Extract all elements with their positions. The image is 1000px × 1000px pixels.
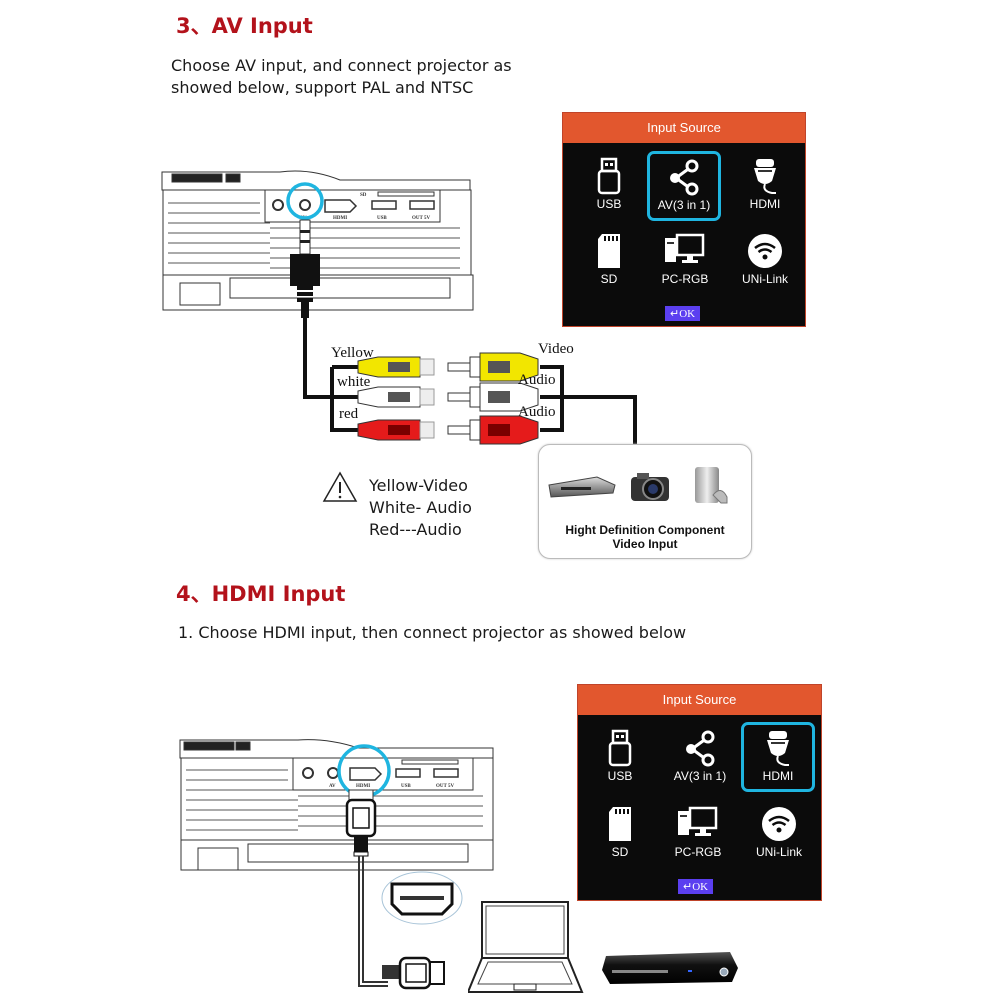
osd-item-sd[interactable]: SD [584,801,656,869]
legend-line-yellow: Yellow-Video [369,476,468,495]
sd-card-icon [609,807,631,841]
osd-item-label: AV(3 in 1) [657,198,711,212]
osd-item-pc-rgb[interactable]: PC-RGB [649,228,721,296]
osd-item-sd[interactable]: SD [573,228,645,296]
wifi-icon [748,234,782,268]
rca-male-white [447,382,539,412]
osd-item-label: SD [611,845,629,859]
sd-card-icon [598,234,620,268]
port-label-usb: USB [401,784,411,789]
color-legend: Yellow-Video White- Audio Red---Audio [369,475,472,541]
cable-label-red: red [339,406,359,422]
game-console-icon [695,467,728,504]
rca-male-yellow [447,352,539,382]
osd-item-hdmi[interactable]: HDMI [729,153,801,221]
projector-illustration: SD AV HDMI USB OUT 5V [161,170,474,318]
input-source-menu-hdmi: Input Source USB AV(3 in 1) HDMI SD PC-R… [577,684,822,901]
rca-female-red [357,419,435,441]
osd-item-uni-link[interactable]: UNi-Link [726,228,804,296]
hdmi-plug-icon [767,731,789,766]
osd-item-usb[interactable]: USB [573,153,645,221]
ok-button[interactable]: ↵OK [665,306,701,321]
cable-label-video: Video [538,341,574,357]
port-label-usb: USB [377,216,387,221]
warning-icon [322,471,358,502]
camera-icon [631,473,669,501]
osd-item-label: HDMI [749,197,781,211]
projector-illustration-hdmi: AV HDMI USB OUT 5V [179,739,494,987]
osd-item-label: UNi-Link [755,845,802,859]
desktop-pc-icon [678,806,718,836]
osd-item-usb[interactable]: USB [584,725,656,793]
section-3-heading: 3、AV Input [176,14,313,38]
description-line: Choose AV input, and connect projector a… [171,56,512,75]
share-nodes-icon [686,730,715,767]
section-3-description: Choose AV input, and connect projector a… [171,55,512,99]
av-cable-diagram [303,305,637,445]
osd-item-label: USB [596,197,622,211]
hd-caption-line: Hight Definition Component [565,523,725,537]
osd-item-av[interactable]: AV(3 in 1) [660,725,740,793]
osd-item-pc-rgb[interactable]: PC-RGB [662,801,734,869]
rca-female-white [357,386,435,408]
laptop-icon [468,901,584,993]
osd-item-label: PC-RGB [674,845,722,859]
osd-item-av[interactable]: AV(3 in 1) [647,151,721,221]
share-nodes-icon [670,159,699,196]
port-label-out5v: OUT 5V [412,216,430,221]
description-line: showed below, support PAL and NTSC [171,78,474,97]
cable-label-audio-1: Audio [518,372,556,388]
section-4-heading: 4、HDMI Input [176,582,346,606]
port-label-hdmi: HDMI [356,784,370,789]
usb-drive-icon [608,729,632,767]
input-source-menu-av: Input Source USB AV(3 in 1) HDMI SD PC-R… [562,112,806,327]
rca-female-yellow [357,356,435,378]
desktop-pc-icon [665,233,705,263]
hdmi-connector-illustration [381,871,463,990]
cable-label-yellow: Yellow [331,345,374,361]
osd-title: Input Source [563,113,805,143]
cable-label-white: white [337,374,371,390]
av-port-highlight [286,182,324,220]
osd-item-label: HDMI [762,769,794,783]
usb-drive-icon [597,157,621,195]
legend-line-white: White- Audio [369,498,472,517]
dvd-player-icon [602,952,738,984]
port-label-av: AV [329,784,336,789]
hd-caption-line: Video Input [612,537,678,551]
hd-caption: Hight Definition Component Video Input [539,523,751,551]
osd-item-hdmi[interactable]: HDMI [741,722,815,792]
hdmi-plug-icon [754,159,776,194]
osd-item-label: SD [600,272,618,286]
osd-title: Input Source [578,685,821,715]
section-4-description: 1. Choose HDMI input, then connect proje… [178,623,687,642]
port-label-hdmi: HDMI [333,216,347,221]
rca-male-red [447,415,539,445]
ok-button[interactable]: ↵OK [678,879,714,894]
wifi-icon [762,807,796,841]
dvd-player-icon [548,476,616,498]
port-label-out5v: OUT 5V [436,784,454,789]
osd-item-label: AV(3 in 1) [673,769,727,783]
port-label-sd: SD [360,193,367,198]
hd-component-devices-box: Hight Definition Component Video Input [538,444,752,559]
av-jack-plug [299,219,311,255]
osd-item-uni-link[interactable]: UNi-Link [740,801,818,869]
osd-item-label: UNi-Link [741,272,788,286]
osd-item-label: PC-RGB [661,272,709,286]
legend-line-red: Red---Audio [369,520,462,539]
cable-label-audio-2: Audio [518,404,556,420]
osd-item-label: USB [607,769,633,783]
